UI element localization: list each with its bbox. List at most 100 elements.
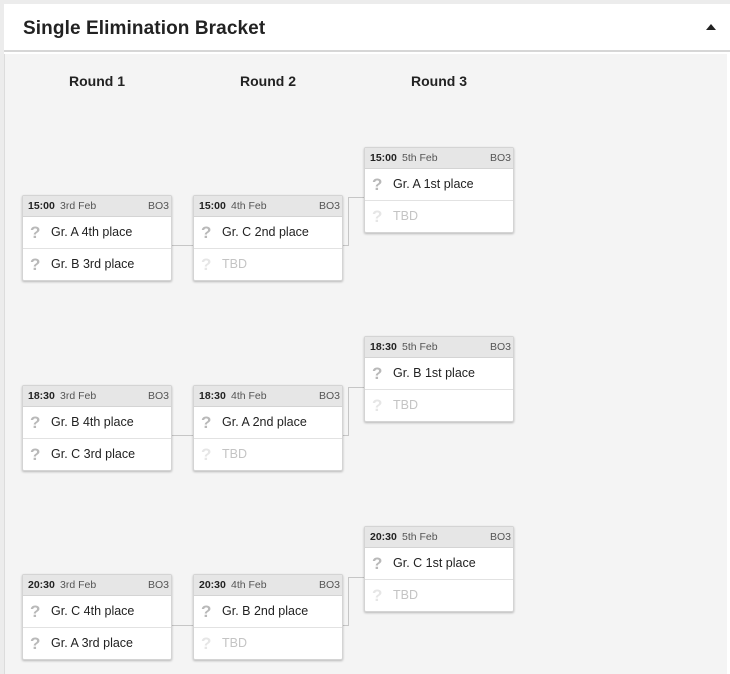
- round-3-label: Round 3: [411, 73, 467, 89]
- team-name: Gr. B 3rd place: [51, 257, 135, 271]
- match-time: 15:00: [199, 200, 226, 212]
- match-card-r1-m3[interactable]: 20:30 3rd Feb BO3 ? Gr. C 4th place ? Gr…: [22, 574, 172, 660]
- bracket-header: Single Elimination Bracket: [4, 4, 730, 52]
- match-format: BO3: [489, 531, 511, 543]
- match-header: 20:30 4th Feb BO3: [194, 575, 342, 596]
- match-time: 20:30: [199, 579, 226, 591]
- match-header: 20:30 5th Feb BO3: [365, 527, 513, 548]
- team-slot-tbd[interactable]: ? TBD: [365, 579, 513, 611]
- round-1-label: Round 1: [69, 73, 125, 89]
- match-time: 20:30: [28, 579, 55, 591]
- match-card-r1-m2[interactable]: 18:30 3rd Feb BO3 ? Gr. B 4th place ? Gr…: [22, 385, 172, 471]
- team-slot[interactable]: ? Gr. B 4th place: [23, 407, 171, 438]
- team-name: Gr. C 3rd place: [51, 447, 136, 461]
- question-mark-icon: ?: [201, 255, 212, 274]
- team-name: Gr. A 2nd place: [222, 415, 307, 429]
- match-format: BO3: [318, 200, 340, 212]
- team-slot[interactable]: ? Gr. B 3rd place: [23, 248, 171, 280]
- team-slot-tbd[interactable]: ? TBD: [365, 389, 513, 421]
- match-date: 3rd Feb: [60, 200, 97, 212]
- match-format: BO3: [147, 200, 169, 212]
- team-name: TBD: [222, 447, 247, 461]
- question-mark-icon: ?: [30, 445, 41, 464]
- team-slot-tbd[interactable]: ? TBD: [194, 248, 342, 280]
- team-name: Gr. C 4th place: [51, 604, 135, 618]
- connector: [171, 625, 193, 626]
- question-mark-icon: ?: [30, 634, 41, 653]
- window-top-edge: [0, 0, 730, 4]
- match-date: 4th Feb: [231, 390, 267, 402]
- question-mark-icon: ?: [372, 554, 383, 573]
- team-slot[interactable]: ? Gr. C 1st place: [365, 548, 513, 579]
- team-name: TBD: [222, 257, 247, 271]
- connector: [348, 197, 364, 198]
- question-mark-icon: ?: [372, 175, 383, 194]
- match-date: 4th Feb: [231, 200, 267, 212]
- round-2-label: Round 2: [240, 73, 296, 89]
- team-slot[interactable]: ? Gr. A 1st place: [365, 169, 513, 200]
- match-card-r2-m3[interactable]: 20:30 4th Feb BO3 ? Gr. B 2nd place ? TB…: [193, 574, 343, 660]
- match-date: 5th Feb: [402, 152, 438, 164]
- window-left-edge: [0, 4, 4, 674]
- match-header: 15:00 4th Feb BO3: [194, 196, 342, 217]
- match-time: 15:00: [370, 152, 397, 164]
- team-name: TBD: [222, 636, 247, 650]
- match-date: 4th Feb: [231, 579, 267, 591]
- match-format: BO3: [489, 341, 511, 353]
- team-slot-tbd[interactable]: ? TBD: [194, 438, 342, 470]
- match-format: BO3: [318, 579, 340, 591]
- match-format: BO3: [318, 390, 340, 402]
- team-name: Gr. C 1st place: [393, 556, 476, 570]
- team-slot[interactable]: ? Gr. A 3rd place: [23, 627, 171, 659]
- connector: [348, 577, 364, 578]
- team-name: Gr. B 4th place: [51, 415, 134, 429]
- team-slot-tbd[interactable]: ? TBD: [194, 627, 342, 659]
- match-time: 18:30: [370, 341, 397, 353]
- match-header: 20:30 3rd Feb BO3: [23, 575, 171, 596]
- match-time: 18:30: [28, 390, 55, 402]
- match-card-r3-m1[interactable]: 15:00 5th Feb BO3 ? Gr. A 1st place ? TB…: [364, 147, 514, 233]
- team-slot-tbd[interactable]: ? TBD: [365, 200, 513, 232]
- match-card-r1-m1[interactable]: 15:00 3rd Feb BO3 ? Gr. A 4th place ? Gr…: [22, 195, 172, 281]
- team-name: Gr. C 2nd place: [222, 225, 309, 239]
- match-header: 15:00 3rd Feb BO3: [23, 196, 171, 217]
- match-date: 5th Feb: [402, 341, 438, 353]
- match-header: 18:30 4th Feb BO3: [194, 386, 342, 407]
- match-format: BO3: [147, 579, 169, 591]
- team-slot[interactable]: ? Gr. C 2nd place: [194, 217, 342, 248]
- question-mark-icon: ?: [201, 223, 212, 242]
- match-card-r2-m2[interactable]: 18:30 4th Feb BO3 ? Gr. A 2nd place ? TB…: [193, 385, 343, 471]
- match-card-r2-m1[interactable]: 15:00 4th Feb BO3 ? Gr. C 2nd place ? TB…: [193, 195, 343, 281]
- team-slot[interactable]: ? Gr. A 2nd place: [194, 407, 342, 438]
- team-name: TBD: [393, 588, 418, 602]
- team-name: TBD: [393, 209, 418, 223]
- team-slot[interactable]: ? Gr. C 3rd place: [23, 438, 171, 470]
- match-date: 3rd Feb: [60, 579, 97, 591]
- match-date: 5th Feb: [402, 531, 438, 543]
- question-mark-icon: ?: [30, 223, 41, 242]
- team-name: Gr. A 3rd place: [51, 636, 133, 650]
- team-slot[interactable]: ? Gr. B 1st place: [365, 358, 513, 389]
- question-mark-icon: ?: [30, 602, 41, 621]
- question-mark-icon: ?: [201, 445, 212, 464]
- match-card-r3-m3[interactable]: 20:30 5th Feb BO3 ? Gr. C 1st place ? TB…: [364, 526, 514, 612]
- caret-up-icon[interactable]: [706, 24, 716, 30]
- question-mark-icon: ?: [30, 413, 41, 432]
- question-mark-icon: ?: [201, 413, 212, 432]
- team-slot[interactable]: ? Gr. C 4th place: [23, 596, 171, 627]
- question-mark-icon: ?: [201, 602, 212, 621]
- connector: [348, 197, 349, 246]
- connector: [342, 625, 348, 626]
- match-format: BO3: [489, 152, 511, 164]
- match-card-r3-m2[interactable]: 18:30 5th Feb BO3 ? Gr. B 1st place ? TB…: [364, 336, 514, 422]
- match-time: 18:30: [199, 390, 226, 402]
- team-slot[interactable]: ? Gr. A 4th place: [23, 217, 171, 248]
- team-name: Gr. A 1st place: [393, 177, 474, 191]
- match-header: 18:30 3rd Feb BO3: [23, 386, 171, 407]
- match-format: BO3: [147, 390, 169, 402]
- team-name: Gr. A 4th place: [51, 225, 133, 239]
- match-time: 20:30: [370, 531, 397, 543]
- team-name: Gr. B 2nd place: [222, 604, 309, 618]
- team-slot[interactable]: ? Gr. B 2nd place: [194, 596, 342, 627]
- team-name: Gr. B 1st place: [393, 366, 475, 380]
